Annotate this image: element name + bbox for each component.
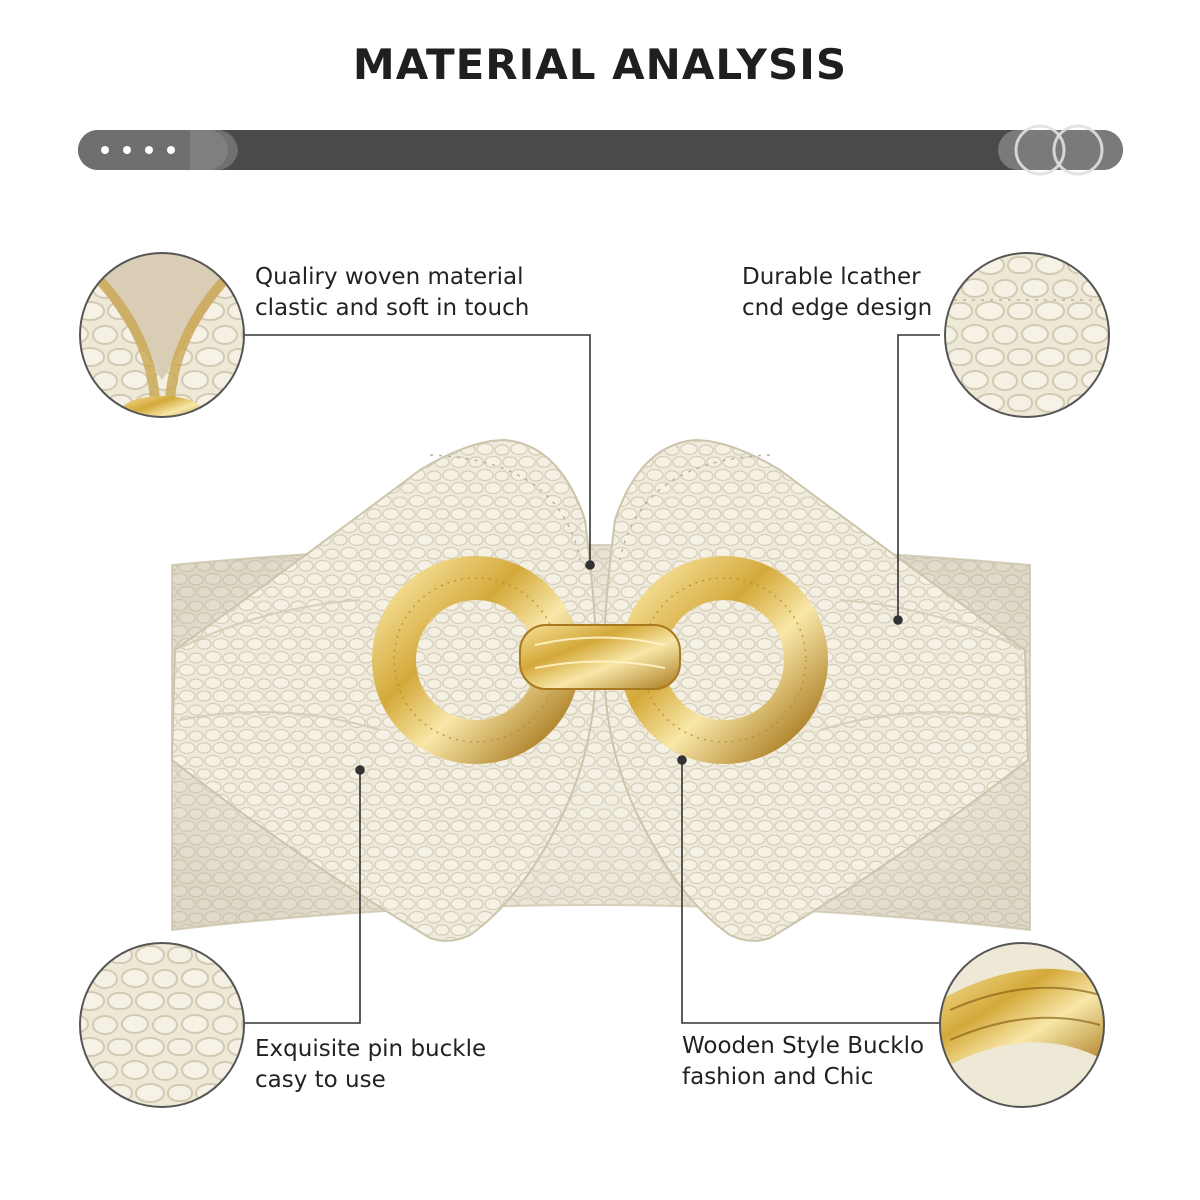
feature-label-pin-buckle: Exquisite pin buckle casy to use	[255, 1034, 486, 1096]
strap-hole	[167, 146, 175, 154]
strap-hole	[123, 146, 131, 154]
strap-end	[998, 130, 1123, 170]
feature-line: cnd edge design	[742, 295, 933, 321]
strap-hole	[101, 146, 109, 154]
leader-line	[240, 770, 361, 1024]
detail-circle-pin-buckle	[79, 942, 245, 1108]
feature-label-woven: Qualiry woven material clastic and soft …	[255, 262, 529, 324]
strap-band	[78, 130, 1123, 170]
ring-icon	[1014, 124, 1066, 176]
feature-label-wooden-buckle: Wooden Style Bucklo fashion and Chic	[682, 1031, 924, 1093]
belt-strap-diagram	[78, 124, 1123, 176]
detail-circle-wooden-buckle	[939, 942, 1105, 1108]
gold-buckle	[372, 556, 828, 764]
feature-line: Exquisite pin buckle	[255, 1036, 487, 1062]
detail-circle-leather-edge	[944, 252, 1110, 418]
feature-line: casy to use	[255, 1067, 386, 1093]
leader-line	[897, 334, 940, 620]
leader-line	[681, 760, 940, 1024]
feature-line: Qualiry woven material	[255, 264, 524, 290]
strap-hole	[145, 146, 153, 154]
feature-line: Wooden Style Bucklo	[682, 1033, 925, 1059]
leader-lines	[240, 334, 940, 1024]
page-title: MATERIAL ANALYSIS	[352, 40, 848, 89]
leader-line	[240, 334, 591, 565]
feature-line: Durable lcather	[742, 264, 921, 290]
feature-line: fashion and Chic	[682, 1064, 874, 1090]
feature-line: clastic and soft in touch	[255, 295, 530, 321]
feature-label-leather: Durable lcather cnd edge design	[742, 262, 932, 324]
belt-main-image	[170, 438, 1031, 942]
ring-icon	[1052, 124, 1104, 176]
detail-circle-woven	[79, 252, 245, 418]
